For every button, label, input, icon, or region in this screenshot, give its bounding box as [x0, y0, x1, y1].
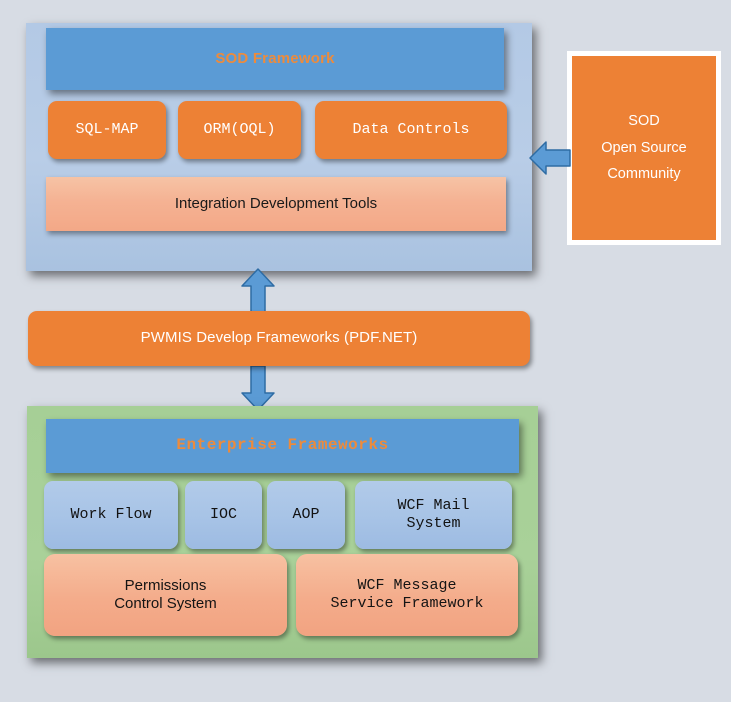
enterprise-frameworks-title-bar: Enterprise Frameworks — [46, 419, 519, 473]
integration-development-tools-bar: Integration Development Tools — [46, 177, 506, 231]
arrow-down-icon — [240, 365, 276, 411]
module-permissions-control-system: Permissions Control System — [44, 554, 287, 636]
pwmis-develop-frameworks-bar: PWMIS Develop Frameworks (PDF.NET) — [28, 311, 530, 366]
module-wcf-message-service-framework: WCF Message Service Framework — [296, 554, 518, 636]
module-work-flow: Work Flow — [44, 481, 178, 549]
arrow-up-icon — [240, 268, 276, 314]
arrow-left-icon — [529, 134, 571, 182]
sod-framework-title-bar: SOD Framework — [46, 28, 504, 90]
module-data-controls: Data Controls — [315, 101, 507, 159]
module-aop: AOP — [267, 481, 345, 549]
module-wcf-mail-system: WCF Mail System — [355, 481, 512, 549]
module-sql-map: SQL-MAP — [48, 101, 166, 159]
module-ioc: IOC — [185, 481, 262, 549]
module-orm-oql: ORM(OQL) — [178, 101, 301, 159]
sod-open-source-community-box: SOD Open Source Community — [567, 51, 721, 245]
